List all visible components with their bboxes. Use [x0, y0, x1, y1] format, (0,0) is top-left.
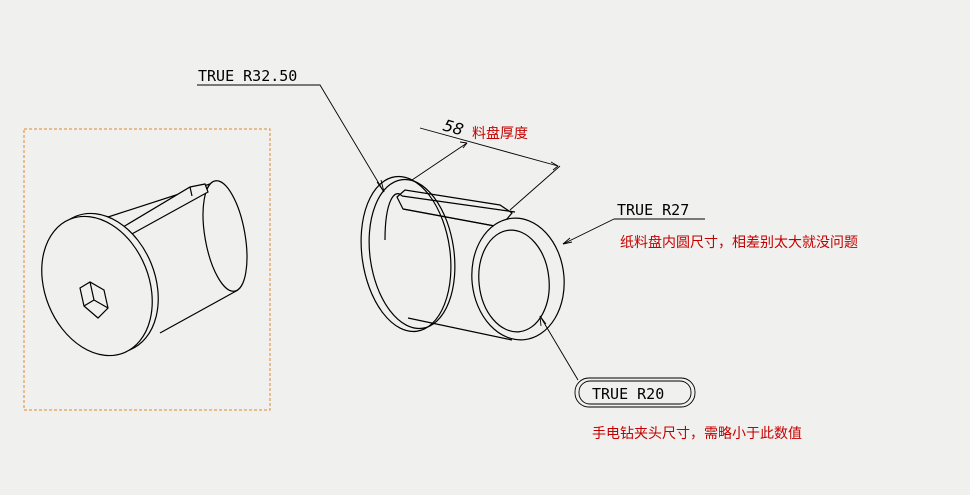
- body-bottom-edge: [407, 317, 513, 341]
- thickness-note: 料盘厚度: [472, 125, 528, 142]
- flange-inner: [368, 178, 456, 330]
- main-part-view: [360, 175, 565, 341]
- thickness-value: 58: [441, 116, 466, 140]
- front-ring-outer: [471, 217, 565, 341]
- drill-radius-label: TRUE R20: [592, 385, 664, 403]
- preview-view: [23, 128, 271, 411]
- outer-radius-label: TRUE R32.50: [198, 67, 297, 85]
- dimension-lines: [197, 84, 705, 408]
- preview-frame: [23, 128, 271, 411]
- front-ring-inner: [478, 229, 550, 333]
- inner-radius-note: 纸料盘内圆尺寸，相差别太大就没问题: [620, 234, 858, 251]
- flange-outer: [360, 175, 452, 333]
- drill-radius-note: 手电钻夹头尺寸，需略小于此数值: [592, 426, 802, 442]
- inner-radius-label: TRUE R27: [617, 201, 689, 219]
- body-top-edge: [401, 195, 516, 213]
- preview-part: [41, 180, 248, 357]
